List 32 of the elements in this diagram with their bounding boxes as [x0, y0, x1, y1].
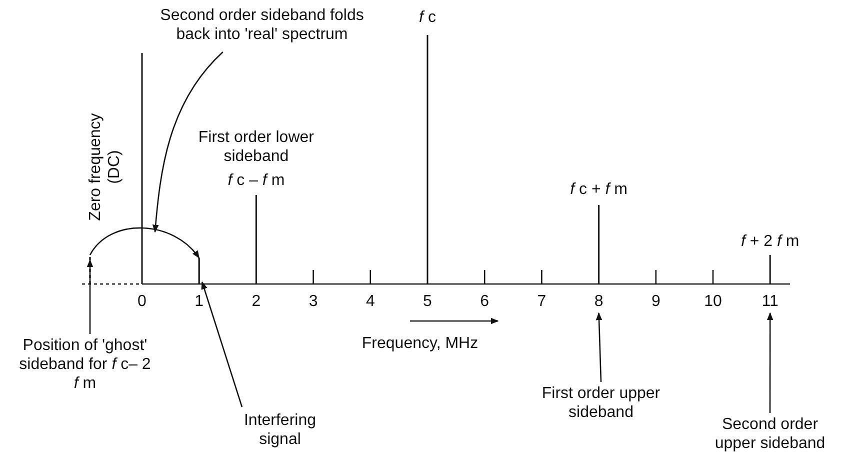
- callout-text: First order upper sideband: [536, 384, 666, 422]
- carrier-label: f c: [419, 8, 436, 27]
- sideband-formula: f c – f m: [228, 171, 285, 190]
- tick-label: 9: [651, 292, 660, 311]
- leader-arrow: [152, 52, 224, 233]
- spectral-line: [198, 258, 200, 284]
- tick-label: 8: [594, 292, 604, 311]
- callout-text: Position of 'ghost' sideband for f c– 2 f m: [15, 336, 155, 393]
- tick-label: 5: [423, 292, 432, 311]
- fold-back-arrow: [89, 227, 200, 259]
- callout-text: Second order upper sideband: [700, 415, 840, 453]
- tick-label: 11: [762, 292, 778, 311]
- sideband-formula: f c + f m: [570, 180, 628, 199]
- tick-label: 3: [308, 292, 318, 311]
- axis-title: Frequency, MHz: [362, 334, 478, 353]
- ghost-sideband-line: [89, 257, 91, 284]
- tick-label: 0: [138, 292, 146, 311]
- sideband-formula: f + 2 f m: [740, 232, 800, 251]
- callout-text: Second order sideband folds back into 'real' spectrum: [147, 6, 377, 44]
- tick-label: 4: [366, 292, 375, 311]
- sideband-label: First order lower sideband: [197, 128, 315, 166]
- tick-label: 10: [704, 292, 722, 311]
- leader-arrow: [766, 312, 774, 413]
- tick-label: 1: [194, 292, 204, 311]
- tick-label: 6: [480, 292, 490, 311]
- leader-arrow: [596, 312, 602, 382]
- tick-label: 7: [537, 292, 546, 311]
- axis-note: Zero frequency (DC): [86, 112, 124, 223]
- tick-label: 2: [252, 292, 261, 311]
- leader-arrow: [201, 281, 243, 408]
- callout-text: Interfering signal: [230, 411, 330, 449]
- leader-arrow: [86, 259, 94, 334]
